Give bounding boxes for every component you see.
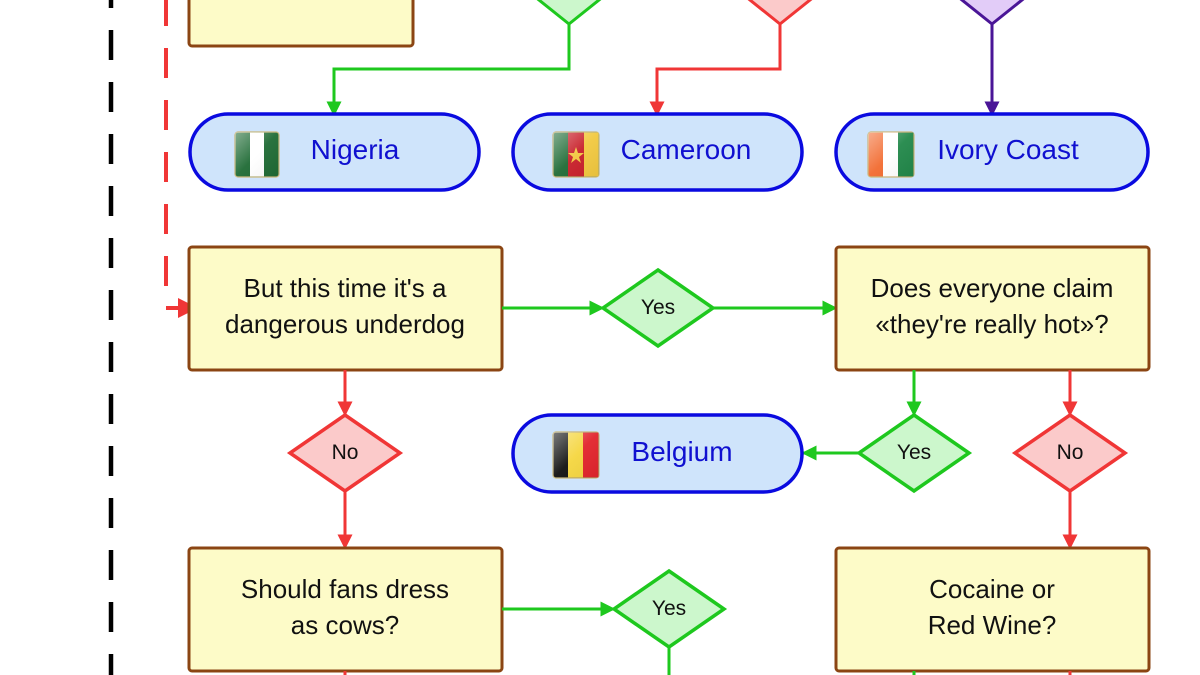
decision-label: Yes	[652, 597, 686, 620]
top-purple-diamond	[959, 0, 1025, 26]
box-line-2: Red Wine?	[928, 610, 1057, 640]
terminal-label: Nigeria	[311, 134, 400, 165]
terminal-label: Belgium	[631, 436, 732, 467]
connector-to-nigeria	[326, 24, 571, 117]
connector-to-cameroon	[649, 24, 782, 117]
box-line-2: as cows?	[291, 610, 399, 640]
box-line-1: Cocaine or	[929, 574, 1055, 604]
box-line-2: dangerous underdog	[225, 309, 465, 339]
box-dangerous-underdog[interactable]: But this time it's a dangerous underdog	[187, 245, 504, 372]
terminal-belgium[interactable]: Belgium	[511, 413, 804, 494]
top-yes-diamond	[536, 0, 602, 26]
box-line-1: Should fans dress	[241, 574, 449, 604]
dashed-red-connector	[164, 0, 198, 318]
box-line-2: «they're really hot»?	[875, 309, 1108, 339]
decision-label: Yes	[897, 441, 931, 464]
ivory-coast-flag-icon	[867, 131, 915, 178]
cameroon-flag-icon	[552, 131, 600, 178]
terminal-ivory-coast[interactable]: Ivory Coast	[834, 112, 1150, 192]
top-no-diamond	[747, 0, 813, 26]
terminal-label: Cameroon	[621, 134, 752, 165]
top-left-box	[187, 0, 415, 48]
decision-underdog-no[interactable]: No	[286, 412, 404, 494]
decision-label: Yes	[641, 296, 675, 319]
box-line-1: But this time it's a	[244, 273, 447, 303]
box-fans-cows[interactable]: Should fans dress as cows?	[187, 546, 504, 673]
box-really-hot[interactable]: Does everyone claim «they're really hot»…	[834, 245, 1151, 372]
decision-label: No	[332, 441, 359, 464]
terminal-cameroon[interactable]: Cameroon	[511, 112, 804, 192]
terminal-label: Ivory Coast	[937, 134, 1079, 165]
box-line-1: Does everyone claim	[871, 273, 1114, 303]
box-cocaine-wine[interactable]: Cocaine or Red Wine?	[834, 546, 1151, 673]
belgium-flag-icon	[552, 431, 600, 479]
decision-hot-yes[interactable]: Yes	[855, 412, 973, 494]
nigeria-flag-icon	[234, 131, 280, 178]
decision-cows-yes[interactable]: Yes	[610, 568, 728, 650]
terminal-nigeria[interactable]: Nigeria	[188, 112, 481, 192]
decision-hot-no[interactable]: No	[1011, 412, 1129, 494]
decision-underdog-yes[interactable]: Yes	[599, 267, 717, 349]
decision-label: No	[1057, 441, 1084, 464]
